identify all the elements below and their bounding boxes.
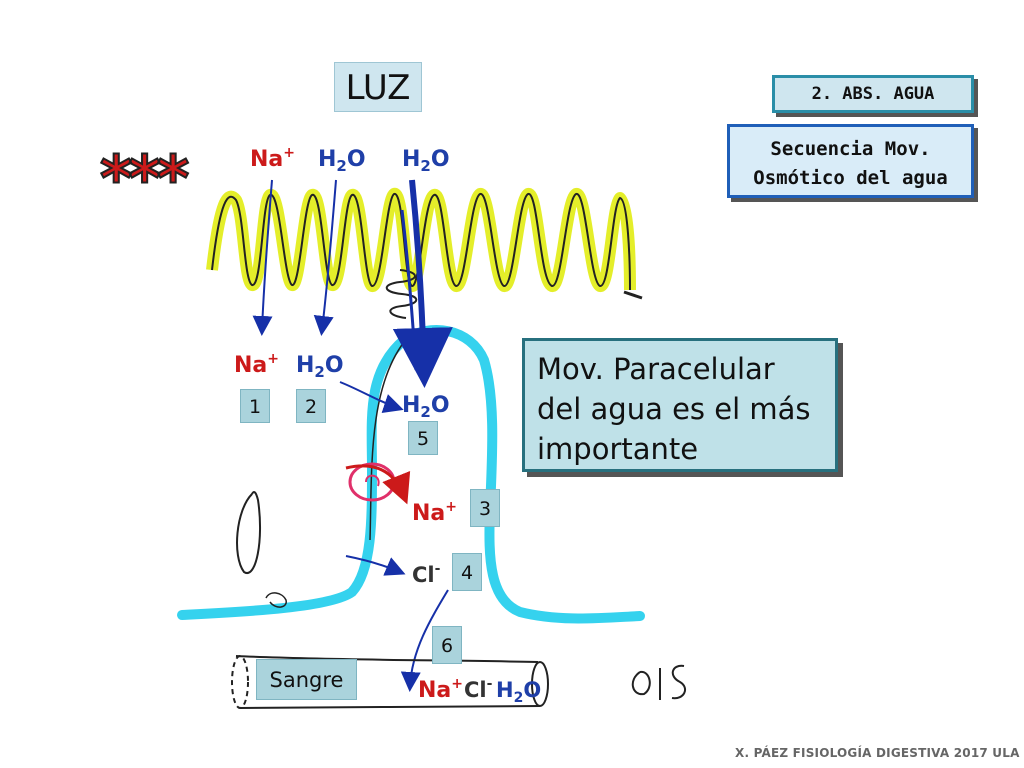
blood-na-label: Na+ [418,676,463,703]
paracellular-arrow-2 [400,209,418,371]
cell-membrane-inner [369,341,405,541]
paracellular-note: Mov. Paracelular del agua es el más impo… [522,338,838,472]
cell-h2o-label: H2O [402,393,450,421]
top-na-label: Na+ [250,145,295,172]
blood-vessel-top [235,655,539,663]
step-number-2: 2 [296,389,326,423]
doodle-phi [265,592,287,608]
doodle-right [631,664,687,700]
paracellular-line-1: Mov. Paracelular [537,352,775,386]
blood-cl-label: Cl- [464,676,493,702]
footer-credit: X. PÁEZ FISIOLOGÍA DIGESTIVA 2017 ULA [735,746,1020,760]
arrow-h2o-into-cell [339,381,404,414]
sequence-line-2: Osmótico del agua [753,167,948,189]
stars-mark: *** [100,142,189,215]
sequence-line-1: Secuencia Mov. [770,138,931,160]
tight-junction [385,269,418,319]
blood-vessel-left-end [231,655,249,709]
cell-cl-label: Cl- [412,561,441,587]
arrow-to-blood [400,589,449,692]
mid-na-label: Na+ [234,351,279,378]
blood-h2o-label: H2O [496,678,541,706]
paracellular-line-3: importante [537,432,699,466]
luz-label: LUZ [334,62,422,112]
cell-na-label: Na+ [412,499,457,526]
section-tag: 2. ABS. AGUA [772,75,974,113]
arrow-h2o-down [313,179,337,336]
arrow-cl [345,555,406,576]
arrow-pump-na [345,464,411,505]
step-number-1: 1 [240,389,270,423]
blood-vessel-bottom [239,705,541,709]
paracellular-line-2: del agua es el más [537,392,811,426]
arrow-na-down [252,179,273,336]
step-number-3: 3 [470,489,500,527]
pump-spiral [365,474,380,487]
blood-label: Sangre [256,659,357,700]
doodle-loop [236,491,261,575]
step-number-6: 6 [432,626,462,664]
sequence-box: Secuencia Mov. Osmótico del agua [727,124,974,198]
blood-vessel-right-end [531,661,549,707]
mid-h2o-label: H2O [296,353,344,381]
step-number-4: 4 [452,553,482,591]
top-h2o-label-1: H2O [318,147,366,175]
top-h2o-label-2: H2O [402,147,450,175]
villi-outline [211,192,631,291]
step-number-5: 5 [408,421,438,455]
villi-edge [623,290,643,300]
paracellular-arrow [392,179,453,388]
